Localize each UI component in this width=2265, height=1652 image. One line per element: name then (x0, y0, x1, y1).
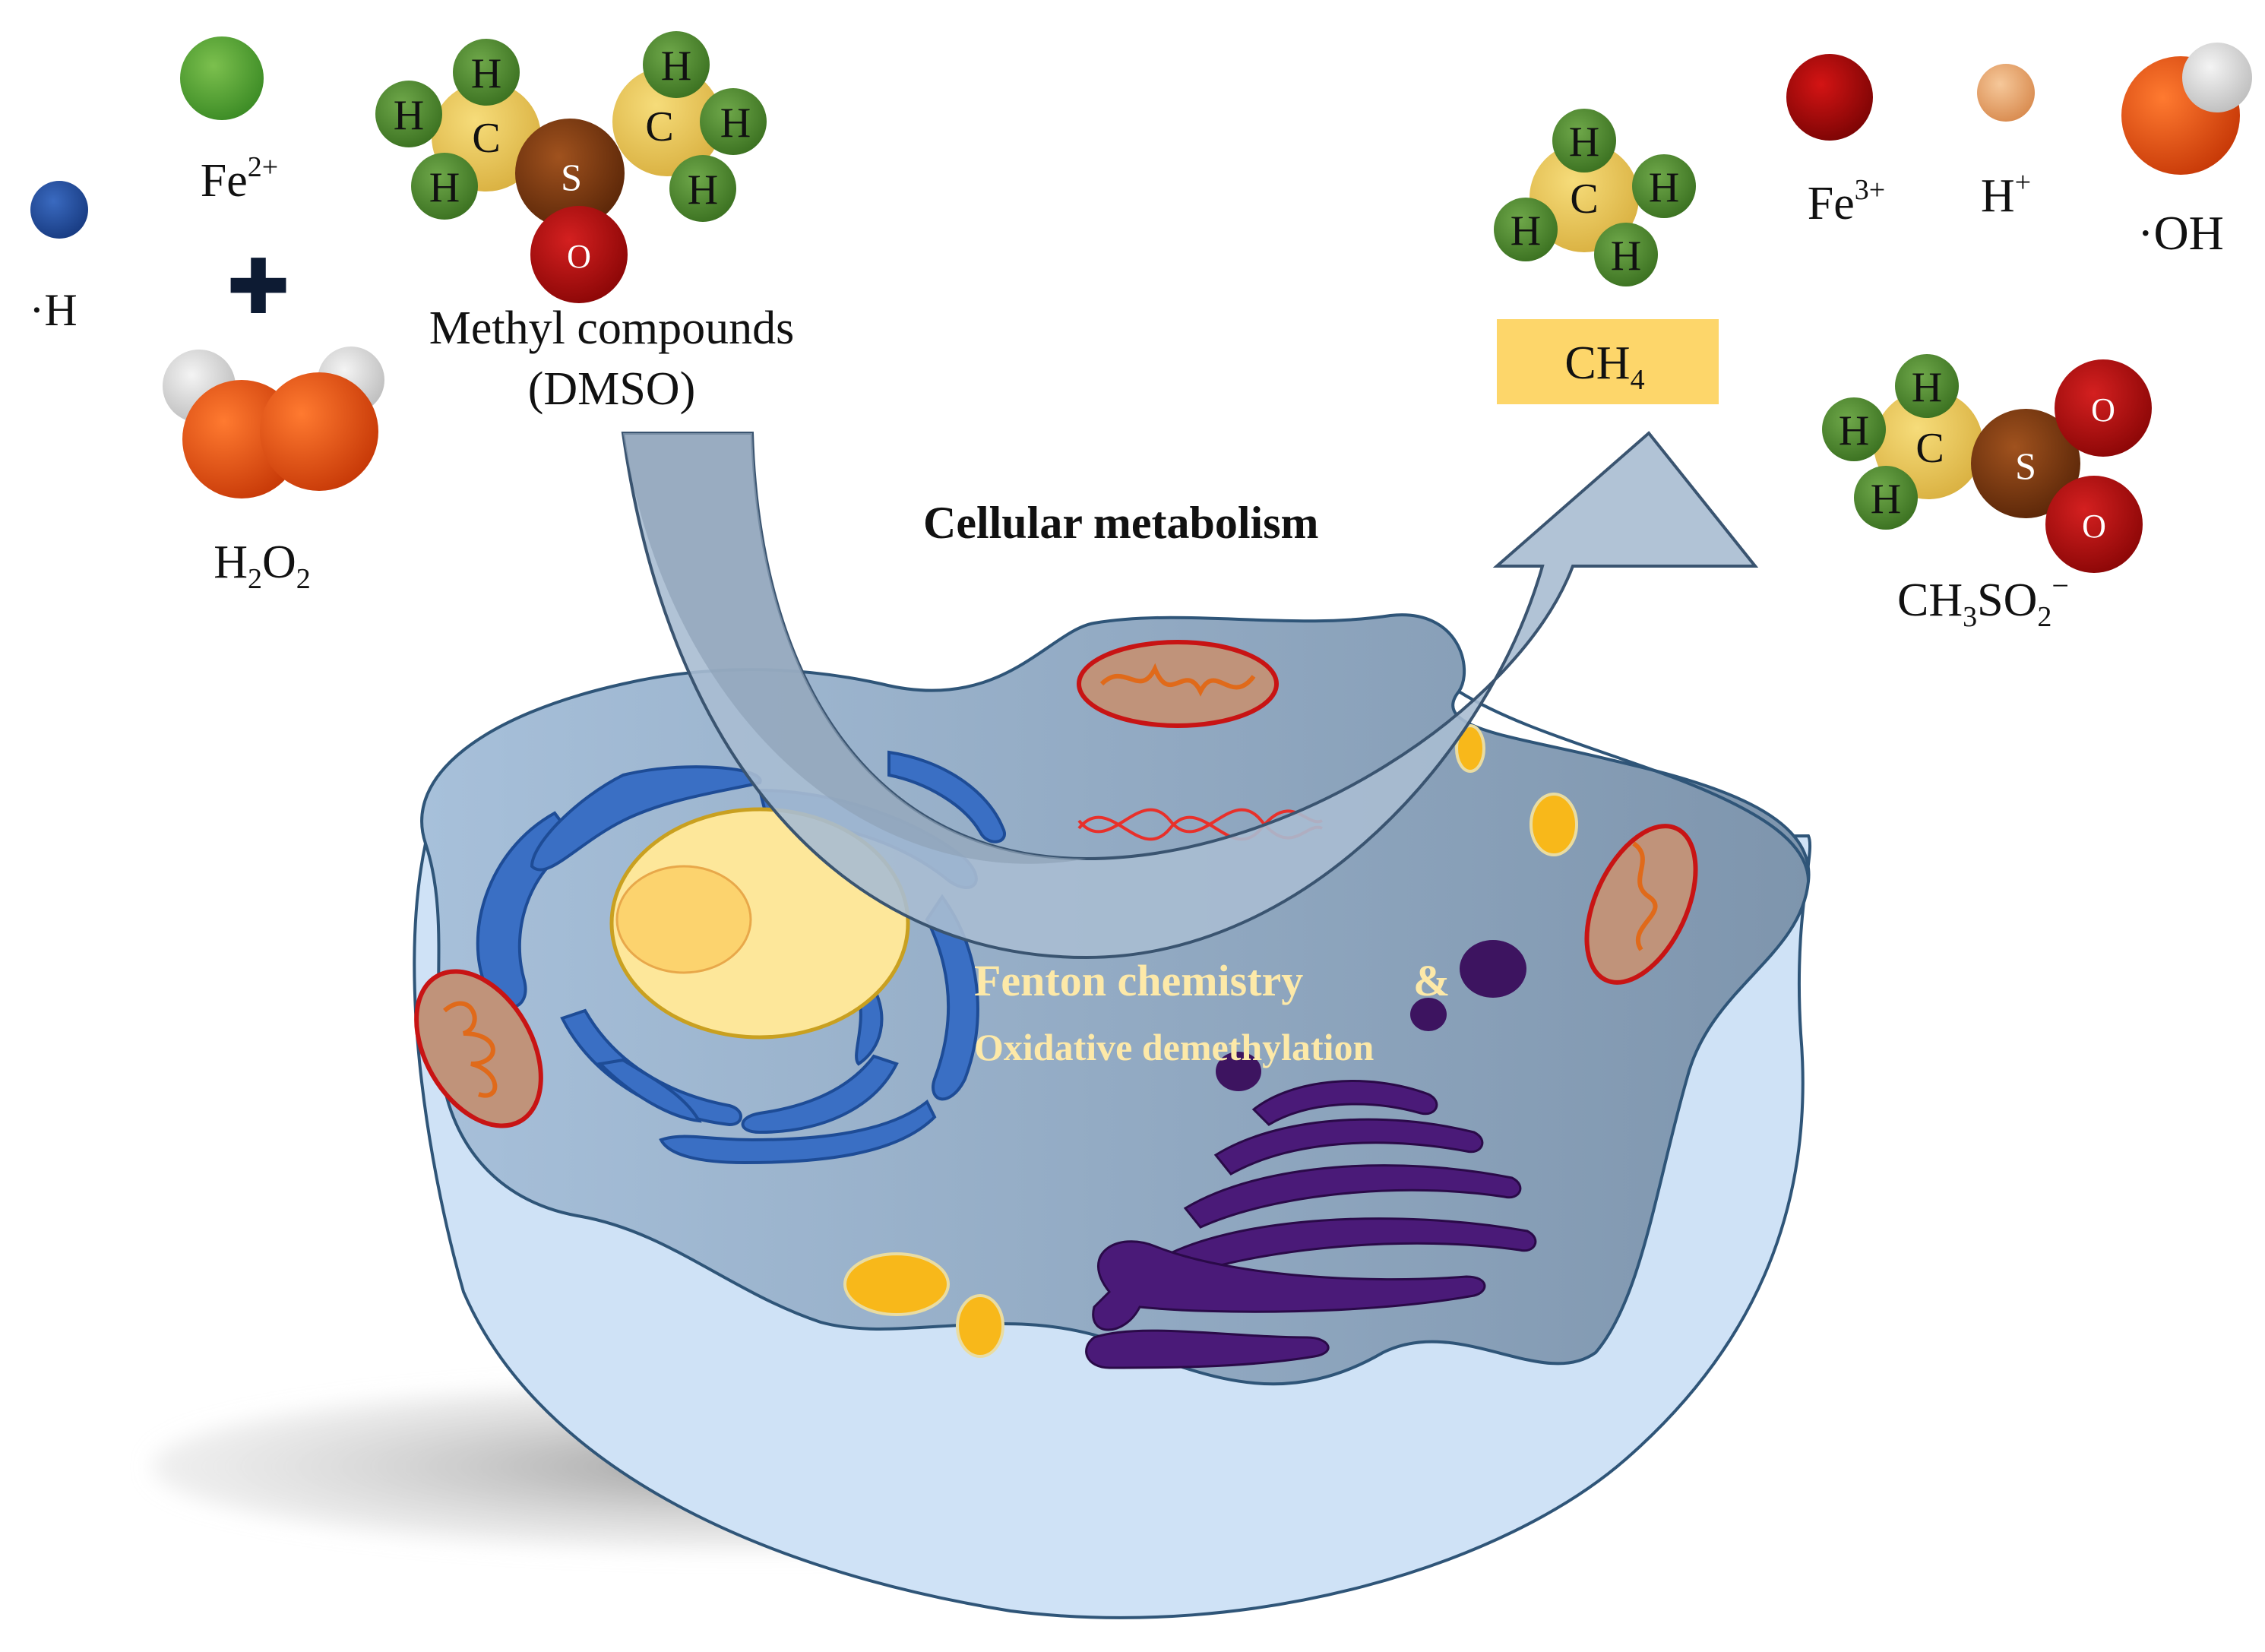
svg-text:C: C (472, 115, 500, 162)
h-radical-label: ·H (29, 285, 77, 335)
svg-text:H: H (471, 50, 501, 97)
h-plus-label: H+ (1981, 166, 2031, 222)
dmso-molecule: H H H C S C H H H O (375, 31, 767, 303)
svg-text:H: H (1569, 119, 1599, 166)
svg-text:H: H (394, 92, 424, 139)
svg-text:H: H (1839, 407, 1869, 454)
fe2-label: Fe2+ (201, 151, 278, 207)
ch4-molecule: H H C H H (1494, 109, 1696, 286)
cell-inner-rim (1457, 690, 1810, 882)
ch3so2-molecule: H H C H S O O (1822, 354, 2152, 573)
svg-text:H: H (1511, 207, 1541, 255)
fe2-ion: Fe2+ (180, 36, 278, 207)
svg-text:C: C (1915, 425, 1944, 472)
h2o2-label: H2O2 (214, 536, 311, 595)
svg-text:H: H (1649, 164, 1679, 211)
cell-illustration (152, 613, 1811, 1619)
mitochondrion-top (1077, 640, 1279, 728)
vesicles (843, 724, 1578, 1358)
svg-text:H: H (1871, 476, 1901, 523)
svg-text:H: H (720, 100, 751, 147)
svg-text:H: H (1611, 233, 1641, 280)
svg-text:H: H (661, 43, 691, 90)
nucleolus (615, 865, 752, 974)
golgi-apparatus (1085, 1080, 1537, 1369)
mitochondrion-left (414, 969, 543, 1128)
oxidative-demethylation-label: Oxidative demethylation (974, 1026, 1375, 1068)
purple-vesicles (1216, 940, 1526, 1091)
fe2-ball (180, 36, 264, 120)
dmso-label-line1: Methyl compounds (429, 302, 794, 354)
fe3-ball (1786, 54, 1873, 141)
ch3so2-label: CH3SO2− (1897, 568, 2069, 633)
h-plus-ball (1977, 64, 2035, 122)
cellular-metabolism-label: Cellular metabolism (923, 498, 1319, 548)
fe3-label: Fe3+ (1808, 174, 1885, 229)
ampersand-label: & (1413, 956, 1450, 1005)
mitochondrion-right (1584, 824, 1698, 985)
h-radical-ball (30, 181, 88, 239)
svg-text:S: S (561, 156, 582, 198)
svg-text:H: H (688, 166, 718, 214)
oh-radical: ·OH (2121, 43, 2252, 260)
svg-text:H: H (1912, 364, 1942, 411)
svg-text:C: C (1570, 176, 1598, 223)
fenton-chemistry-label: Fenton chemistry (974, 956, 1303, 1005)
h-radical: ·H (29, 181, 88, 335)
h2o2-molecule: H2O2 (163, 347, 384, 595)
fe3-ion: Fe3+ (1786, 54, 1885, 229)
ch4-label: CH4 (1564, 337, 1644, 396)
svg-text:O: O (2091, 391, 2115, 429)
svg-text:S: S (2015, 445, 2036, 487)
ch4-label-box (1497, 319, 1719, 404)
dmso-label-line2: (DMSO) (528, 363, 695, 415)
arrow-inner-shade (623, 433, 1087, 864)
svg-text:C: C (645, 103, 673, 150)
h-plus-ion: H+ (1977, 64, 2035, 222)
svg-text:O: O (567, 238, 591, 275)
svg-text:H: H (429, 164, 460, 211)
plus-sign: ✚ (226, 245, 290, 330)
svg-text:O: O (2082, 508, 2106, 545)
oh-radical-label: ·OH (2137, 206, 2224, 260)
